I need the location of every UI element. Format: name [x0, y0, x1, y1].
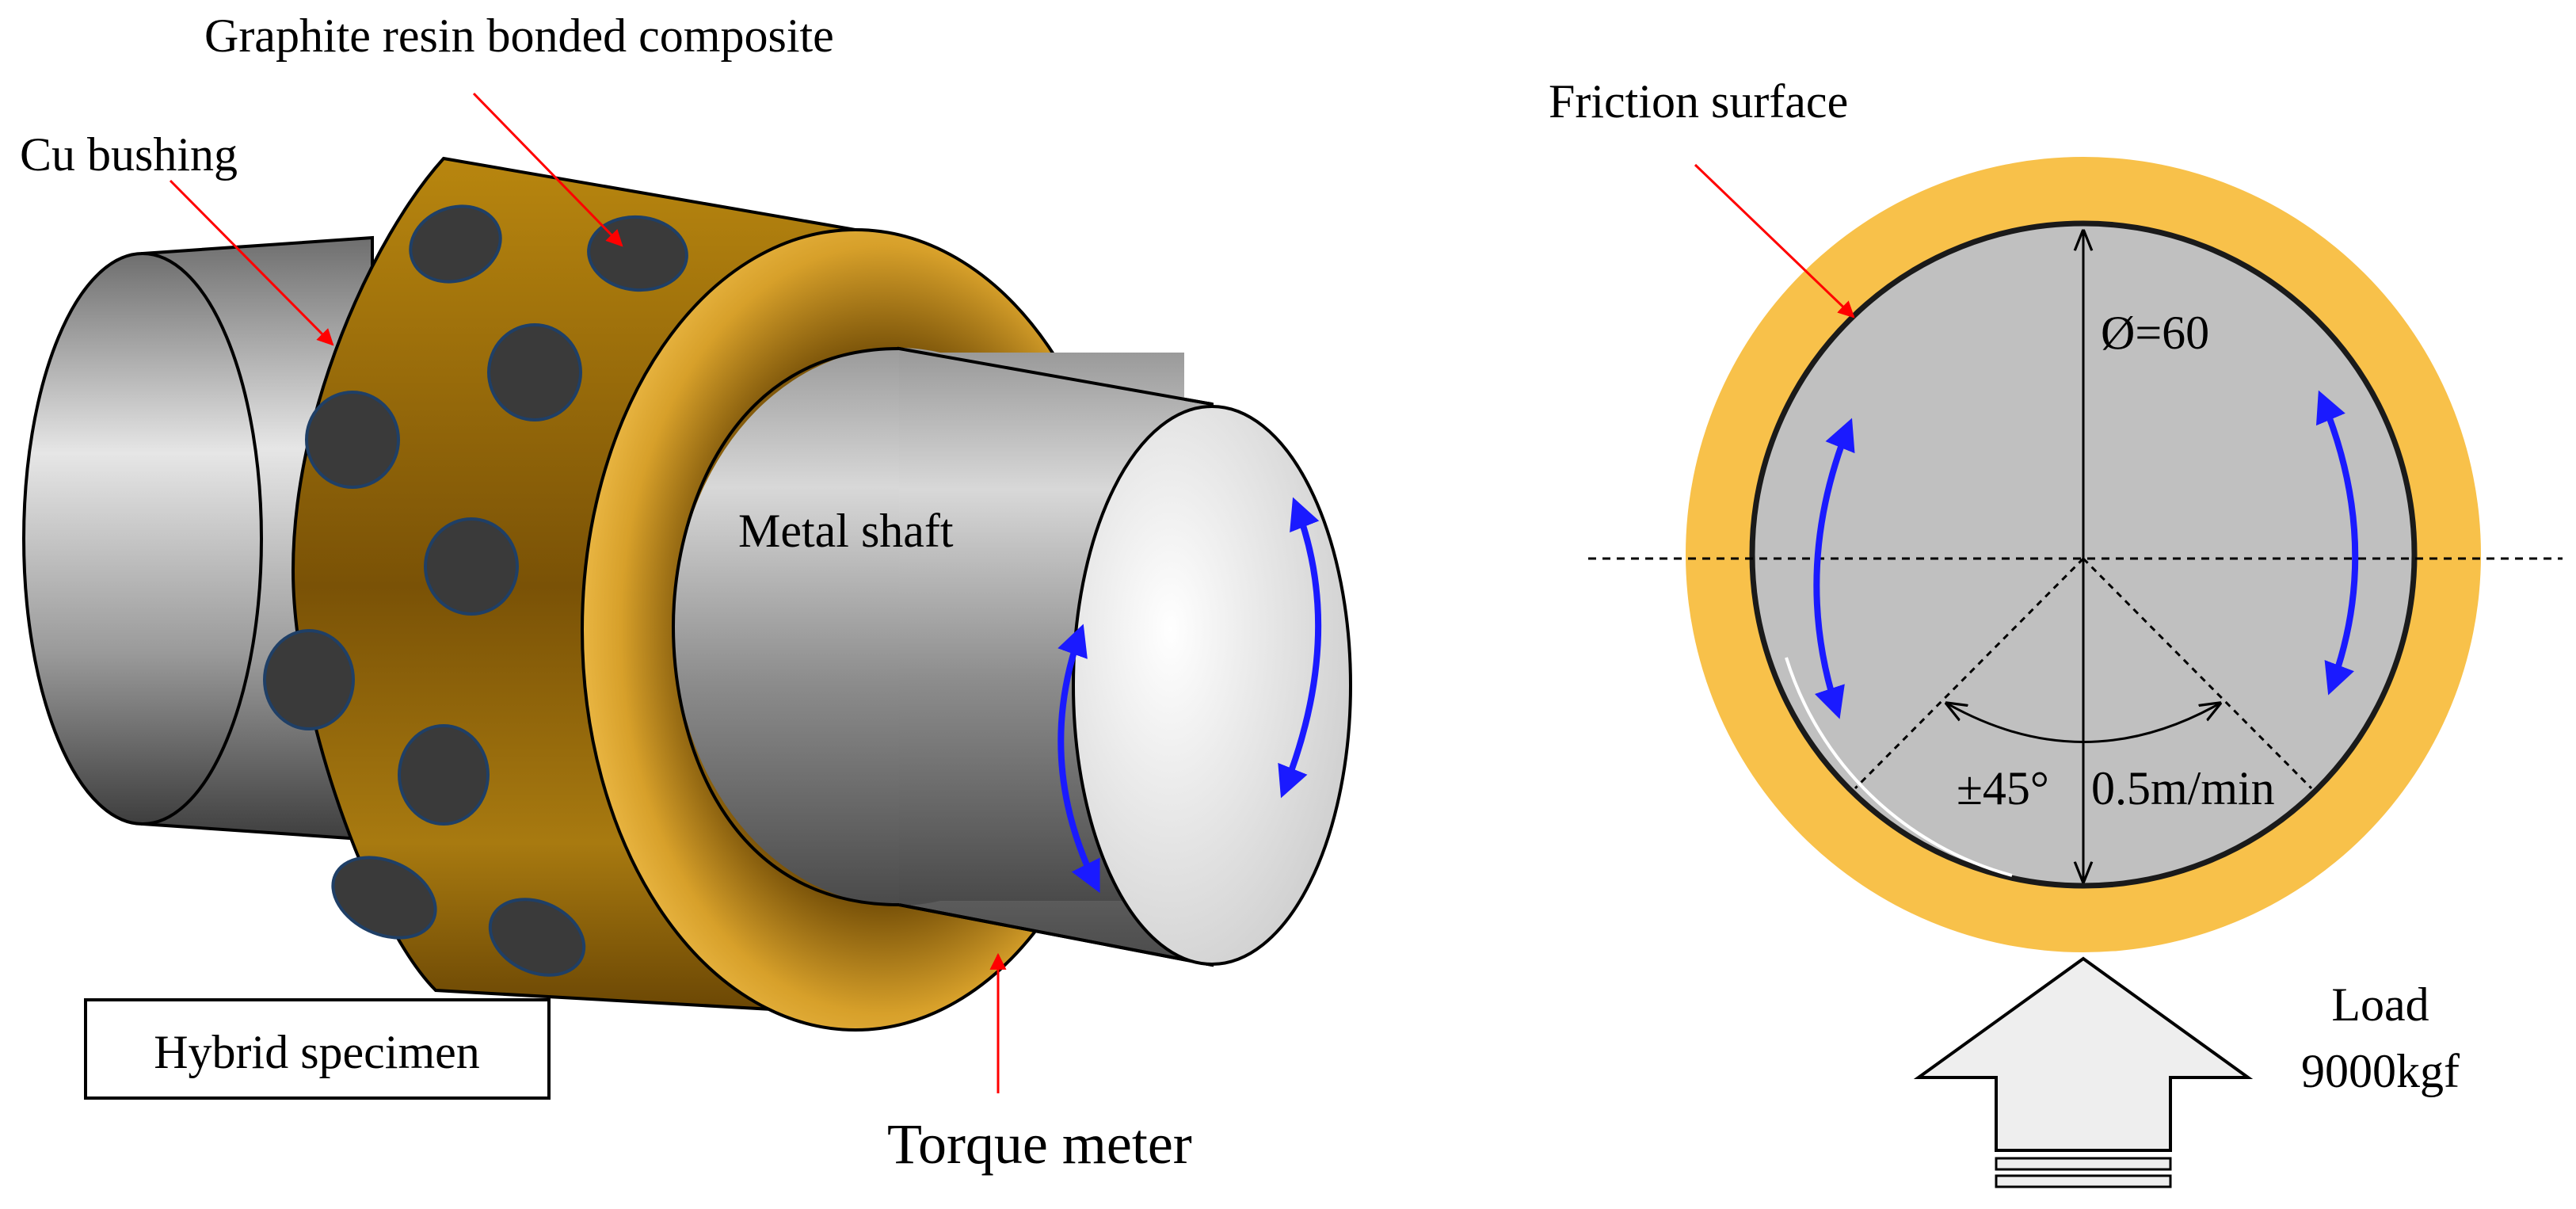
graphite-plug	[305, 391, 400, 489]
label-cu-bushing: Cu bushing	[20, 128, 238, 181]
oscillation-arrow-right	[2315, 390, 2359, 696]
angle-arc	[1947, 704, 2220, 743]
oscillation-arrow	[1278, 497, 1322, 799]
label-speed: 0.5m/min	[2091, 762, 2275, 814]
metal-shaft	[671, 346, 1352, 967]
shaft-end-face	[1072, 405, 1352, 966]
shaft-back-end	[22, 235, 374, 842]
pointer-graphite-composite	[472, 92, 623, 247]
label-angle: ±45°	[1957, 762, 2049, 814]
graphite-plugs	[263, 204, 688, 977]
label-hybrid-specimen: Hybrid specimen	[154, 1026, 480, 1078]
oscillation-arrow-left	[1813, 418, 1855, 719]
graphite-plug	[409, 204, 502, 284]
graphite-plug	[263, 629, 355, 730]
label-diameter: Ø=60	[2101, 307, 2209, 359]
graphite-plug	[398, 724, 490, 826]
label-friction-surface: Friction surface	[1549, 75, 1848, 128]
load-arrow	[1913, 956, 2254, 1188]
graphite-plug	[487, 323, 582, 421]
label-metal-shaft: Metal shaft	[738, 505, 954, 557]
label-torque-meter: Torque meter	[887, 1112, 1192, 1176]
pointer-cu-bushing	[169, 179, 334, 346]
label-load-title: Load	[2331, 978, 2429, 1031]
graphite-plug	[424, 517, 519, 616]
graphite-plug	[488, 898, 586, 977]
graphite-plug	[331, 856, 437, 940]
label-load-value: 9000kgf	[2301, 1045, 2460, 1097]
pointer-friction-surface	[1694, 163, 1855, 318]
hybrid-specimen-illustration: Graphite resin bonded composite Cu bushi…	[20, 10, 1352, 1176]
hybrid-specimen-box: Hybrid specimen	[84, 998, 551, 1100]
cross-section-diagram: Friction surface Ø=60 ±45° 0.5m/min Load…	[1549, 75, 2563, 1188]
oscillation-arrow	[1057, 624, 1100, 894]
label-graphite-composite: Graphite resin bonded composite	[204, 10, 834, 62]
